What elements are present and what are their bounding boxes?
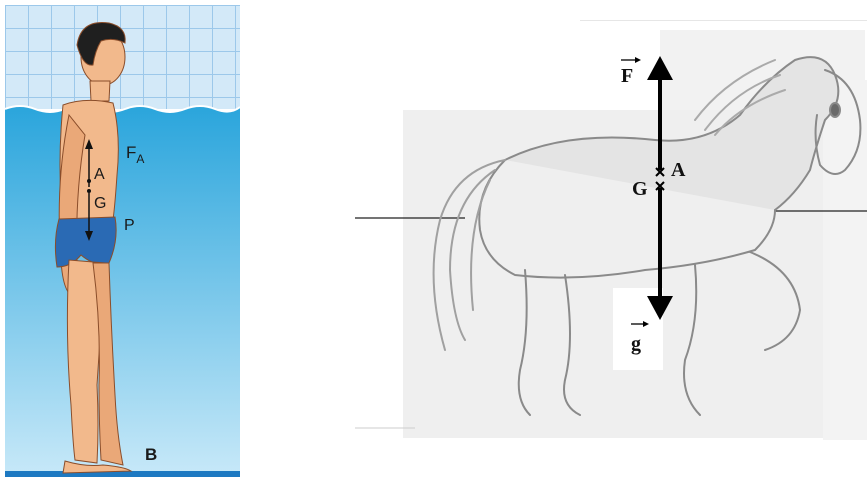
point-a-dot bbox=[87, 179, 91, 183]
label-point-g: G bbox=[94, 195, 106, 212]
force-vector-overarrow-head bbox=[635, 57, 641, 63]
swimmer-illustration: FA A G P B bbox=[5, 5, 240, 477]
label-bottom: B bbox=[145, 445, 157, 464]
label-buoyancy-force: FA bbox=[126, 143, 144, 166]
water bbox=[5, 106, 240, 473]
svg-text:g: g bbox=[631, 333, 641, 355]
force-vector-arrowhead bbox=[647, 56, 673, 80]
point-markers bbox=[655, 167, 665, 191]
swimmer-body bbox=[54, 21, 133, 474]
horse-illustration: F A G g bbox=[355, 20, 867, 440]
label-point-g: G bbox=[632, 178, 648, 200]
swimmer-diagram: FA A G P B bbox=[5, 5, 240, 477]
label-box-force bbox=[617, 40, 643, 90]
label-weight: P bbox=[124, 217, 135, 234]
pool-floor bbox=[5, 471, 240, 477]
horse-diagram: F A G g bbox=[355, 20, 867, 440]
water-surface-line bbox=[5, 105, 240, 113]
gravity-vector-overarrow-head bbox=[643, 321, 649, 327]
label-point-a: A bbox=[671, 159, 686, 181]
weight-arrowhead bbox=[85, 231, 93, 241]
label-gravity-vector: g bbox=[631, 321, 649, 355]
buoyancy-arrowhead bbox=[85, 139, 93, 149]
label-point-a: A bbox=[94, 166, 105, 183]
label-force-vector: F bbox=[621, 57, 641, 87]
horse-sketch bbox=[432, 56, 862, 416]
point-g-dot bbox=[87, 189, 91, 193]
svg-text:F: F bbox=[621, 65, 633, 87]
gravity-vector-arrowhead bbox=[647, 296, 673, 320]
